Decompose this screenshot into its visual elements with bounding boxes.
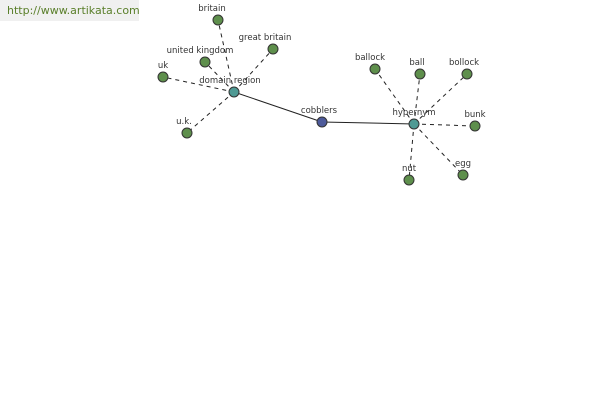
edge-hypernym-ball xyxy=(413,73,421,125)
label-ballock[interactable]: ballock xyxy=(355,53,385,63)
node-uk[interactable] xyxy=(157,71,169,83)
node-bunk[interactable] xyxy=(469,120,481,132)
label-ball[interactable]: ball xyxy=(409,58,424,68)
edge-hypernym-nut xyxy=(408,123,415,181)
node-hypernym[interactable] xyxy=(408,118,420,130)
edge-hypernym-bunk xyxy=(413,123,476,127)
node-ball[interactable] xyxy=(414,68,426,80)
edge-domain-region-great-britain xyxy=(233,48,274,93)
label-britain[interactable]: britain xyxy=(198,4,226,14)
node-u-k[interactable] xyxy=(181,127,193,139)
node-britain[interactable] xyxy=(212,14,224,26)
edge-hypernym-ballock xyxy=(374,68,415,125)
node-ballock[interactable] xyxy=(369,63,381,75)
label-hypernym[interactable]: hypernym xyxy=(392,108,435,118)
label-bunk[interactable]: bunk xyxy=(464,110,485,120)
node-united-kingdom[interactable] xyxy=(199,56,211,68)
label-u-k[interactable]: u.k. xyxy=(176,117,192,127)
node-bollock[interactable] xyxy=(461,68,473,80)
edge-domain-region-u-k xyxy=(186,91,235,134)
node-nut[interactable] xyxy=(403,174,415,186)
edge-domain-region-united-kingdom xyxy=(204,61,235,93)
node-cobblers[interactable] xyxy=(316,116,328,128)
node-great-britain[interactable] xyxy=(267,43,279,55)
label-uk[interactable]: uk xyxy=(158,61,168,71)
graph-edges xyxy=(162,19,476,181)
label-cobblers[interactable]: cobblers xyxy=(301,106,338,116)
label-united-kingdom[interactable]: united kingdom xyxy=(167,46,234,56)
edge-cobblers-domain-region xyxy=(233,91,323,123)
edge-hypernym-egg xyxy=(413,123,464,176)
node-egg[interactable] xyxy=(457,169,469,181)
label-egg[interactable]: egg xyxy=(455,159,471,169)
label-nut[interactable]: nut xyxy=(402,164,417,174)
edge-cobblers-hypernym xyxy=(321,121,415,125)
label-bollock[interactable]: bollock xyxy=(449,58,479,68)
graph-labels: britain great britain united kingdom uk u.k.… xyxy=(158,4,486,174)
label-great-britain[interactable]: great britain xyxy=(239,33,292,43)
graph-nodes xyxy=(157,14,481,186)
label-domain-region[interactable]: domain region xyxy=(199,76,260,86)
node-domain-region[interactable] xyxy=(228,86,240,98)
artikata-url[interactable]: http://www.artikata.com xyxy=(0,0,140,21)
